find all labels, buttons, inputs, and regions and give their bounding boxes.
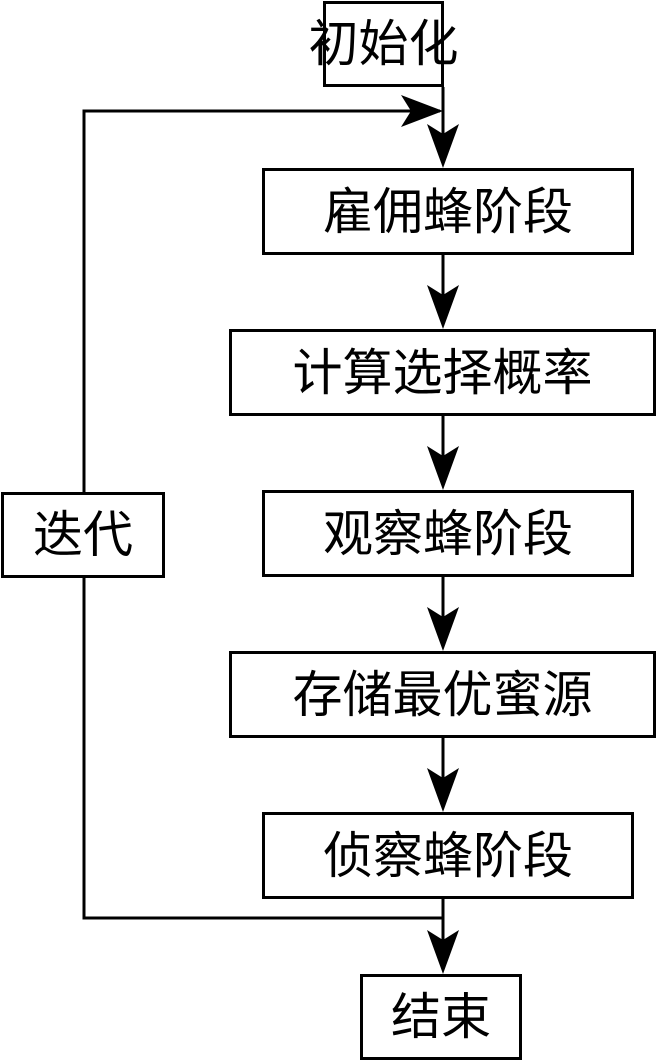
arrowhead-loop-return: [401, 95, 443, 127]
loop-line-bottom: [82, 578, 443, 920]
arrowhead-init-to-employed: [427, 124, 459, 168]
arrowhead-employed-to-probability: [427, 285, 459, 329]
node-iterate-label: 迭代: [33, 506, 133, 564]
node-store-best-source: 存储最优蜜源: [229, 651, 656, 738]
node-store-best-source-label: 存储最优蜜源: [292, 665, 593, 724]
arrowhead-probability-to-onlooker: [427, 446, 459, 490]
node-scout-bee-phase: 侦察蜂阶段: [262, 812, 634, 899]
arrowhead-store-to-scout: [427, 768, 459, 812]
node-init-label: 初始化: [308, 15, 459, 73]
node-end: 结束: [360, 974, 522, 1060]
node-employed-bee-phase: 雇佣蜂阶段: [262, 168, 634, 255]
node-onlooker-bee-phase-label: 观察蜂阶段: [323, 504, 573, 563]
arrowhead-onlooker-to-store: [427, 607, 459, 651]
node-compute-selection-probability: 计算选择概率: [229, 329, 656, 416]
node-scout-bee-phase-label: 侦察蜂阶段: [323, 826, 573, 885]
node-end-label: 结束: [391, 988, 491, 1046]
node-iterate: 迭代: [1, 492, 165, 578]
node-init: 初始化: [309, 1, 459, 87]
node-employed-bee-phase-label: 雇佣蜂阶段: [323, 182, 573, 241]
arrowhead-scout-to-end: [427, 930, 459, 974]
node-compute-selection-probability-label: 计算选择概率: [292, 343, 593, 402]
loop-line-top: [82, 109, 440, 492]
node-onlooker-bee-phase: 观察蜂阶段: [262, 490, 634, 577]
